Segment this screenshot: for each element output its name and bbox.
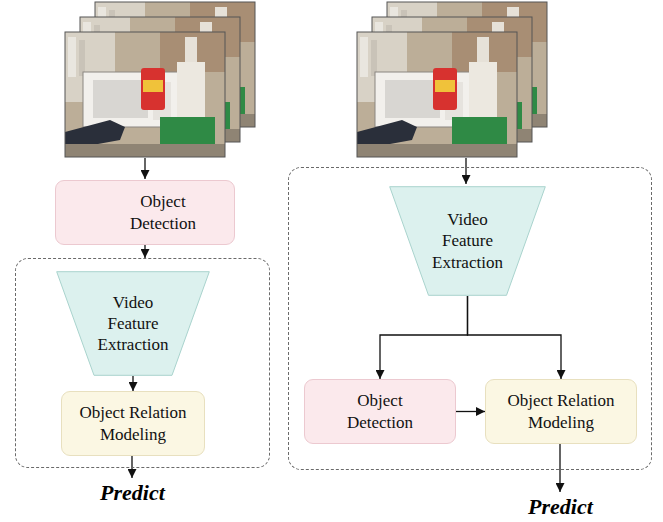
process-box: Object Relation Modeling	[485, 379, 637, 444]
flow-arrow	[468, 296, 562, 379]
node-text: Object Detection	[118, 191, 208, 234]
output-arrow	[131, 455, 132, 478]
node-text: Video Feature Extraction	[93, 292, 173, 356]
flow-arrow	[144, 245, 145, 258]
encoder-trapezoid: Video Feature Extraction	[389, 186, 546, 296]
process-box: Object Detection	[304, 379, 456, 444]
output-arrow	[559, 443, 560, 492]
node-text: Object Relation Modeling	[499, 390, 624, 433]
input-arrow	[144, 158, 145, 179]
group-region: Video Feature ExtractionObject Detection…	[288, 167, 652, 470]
video-frames	[357, 2, 547, 157]
process-box: Object Detection	[55, 180, 235, 245]
flow-arrow	[380, 296, 468, 379]
node-text: Object Relation Modeling	[71, 402, 196, 445]
group-region: Video Feature ExtractionObject Relation …	[15, 258, 270, 468]
input-arrow	[465, 158, 466, 184]
process-box: Object Relation Modeling	[61, 391, 205, 456]
flow-arrow	[132, 376, 133, 391]
flow-arrow	[456, 411, 485, 412]
output-label: Predict	[528, 494, 593, 520]
node-text: Object Detection	[335, 390, 425, 433]
output-label: Predict	[100, 480, 165, 506]
node-text: Video Feature Extraction	[428, 209, 508, 273]
encoder-trapezoid: Video Feature Extraction	[56, 271, 210, 376]
video-frames	[65, 2, 255, 157]
